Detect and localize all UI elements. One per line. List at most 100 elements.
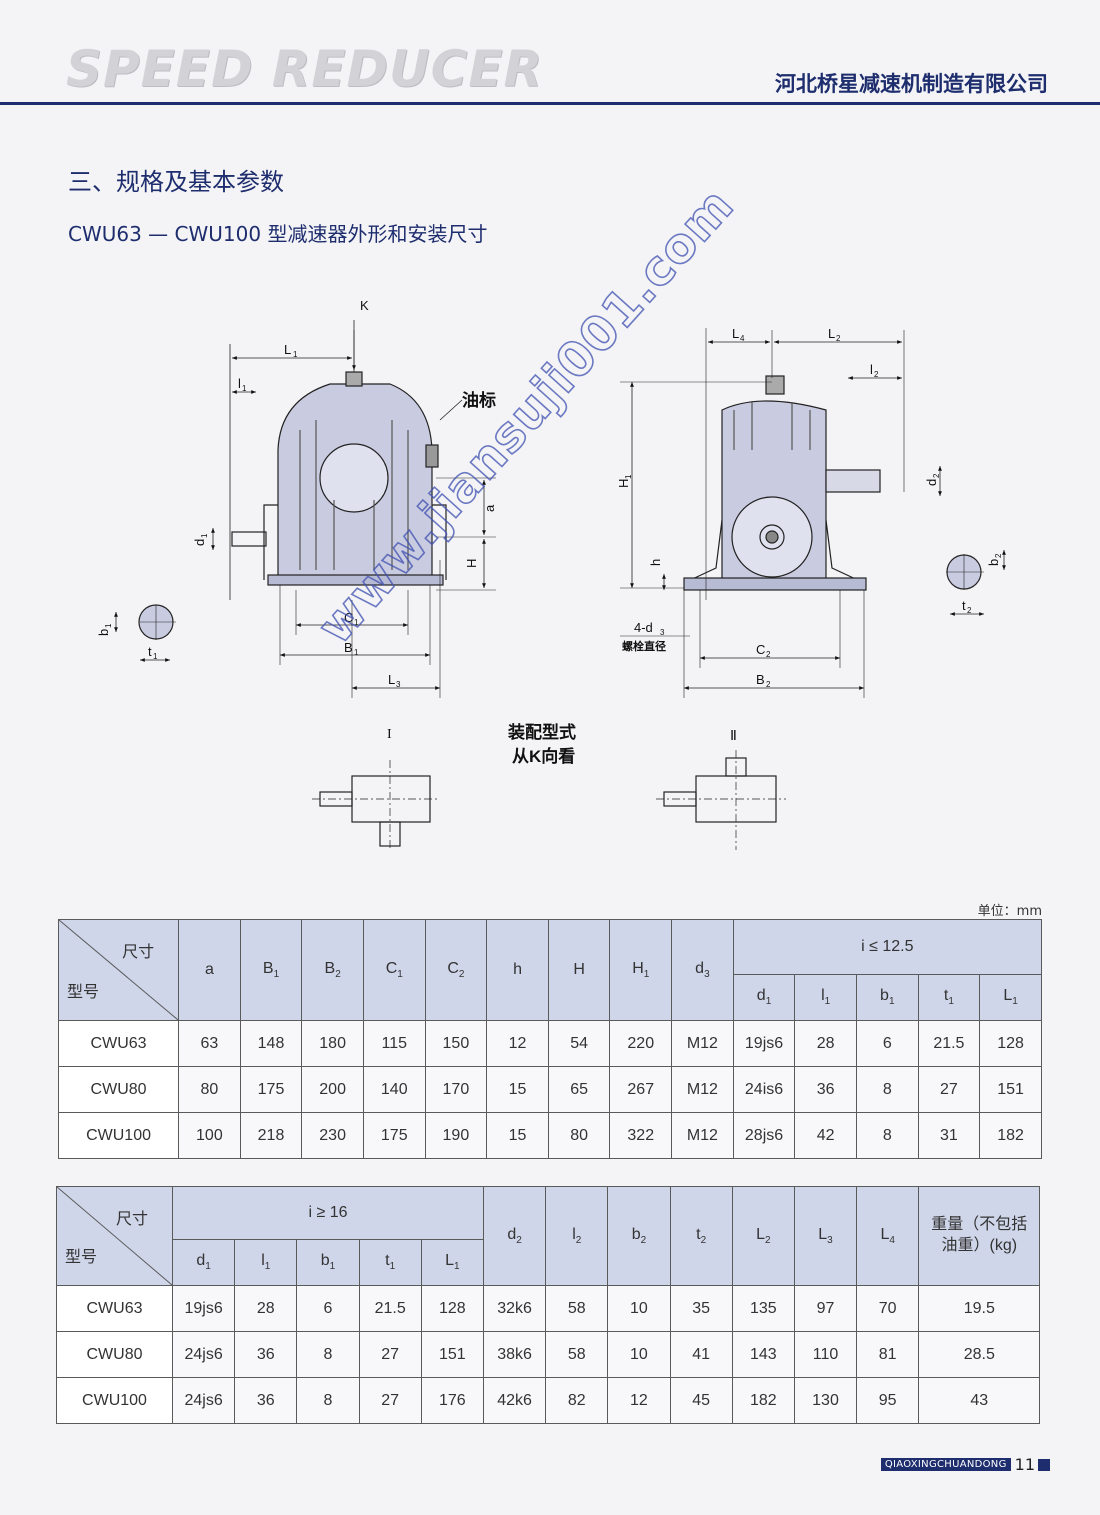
label-h: H bbox=[464, 559, 479, 568]
label-view-from-k: 从K向看 bbox=[512, 746, 575, 766]
label-b2-sub: 2 bbox=[766, 680, 771, 689]
cell-text: l bbox=[261, 1252, 265, 1270]
table-cell: 12 bbox=[607, 1377, 671, 1424]
cell-text: 230 bbox=[319, 1126, 346, 1144]
cell-text: 218 bbox=[257, 1126, 285, 1144]
column-header: t1 bbox=[917, 974, 981, 1021]
cell-text: C bbox=[447, 959, 459, 977]
column-header: b1 bbox=[855, 974, 919, 1021]
label-d3-sub: 3 bbox=[660, 628, 665, 637]
table-cell: 6 bbox=[855, 1020, 919, 1067]
cell-text: 15 bbox=[508, 1126, 527, 1144]
cell-text: 176 bbox=[439, 1391, 466, 1409]
cell-text: 24is6 bbox=[744, 1080, 784, 1098]
column-header: d3 bbox=[671, 919, 734, 1021]
cell-text: L bbox=[818, 1225, 828, 1243]
column-header: h bbox=[486, 919, 549, 1021]
table-cell: 63 bbox=[178, 1020, 241, 1067]
unit-note: 单位：mm bbox=[977, 904, 1042, 919]
cell-text: 150 bbox=[442, 1034, 470, 1052]
cell-text: 58 bbox=[567, 1299, 586, 1317]
cell-text: B bbox=[262, 959, 274, 977]
cell-text: L bbox=[756, 1225, 765, 1243]
cell-text: b bbox=[320, 1252, 330, 1270]
table-cell: 8 bbox=[296, 1377, 360, 1424]
label-b1-small-sub: 1 bbox=[104, 623, 113, 628]
label-d2: d bbox=[924, 479, 939, 486]
header-rule bbox=[0, 102, 1100, 105]
table-cell: 28js6 bbox=[732, 1112, 796, 1159]
cell-subscript: 1 bbox=[454, 1261, 460, 1273]
label-oil-gauge: 油标 bbox=[462, 390, 496, 410]
table-cell: 140 bbox=[362, 1066, 426, 1113]
table-cell: 19js6 bbox=[732, 1020, 796, 1067]
cell-subscript: 1 bbox=[765, 996, 772, 1008]
cell-subscript: 1 bbox=[397, 969, 403, 981]
table-cell: 12 bbox=[486, 1020, 549, 1067]
cell-text: 28 bbox=[256, 1299, 275, 1317]
cell-text: 148 bbox=[257, 1034, 285, 1052]
cell-text: l bbox=[821, 987, 825, 1005]
table-cell: M12 bbox=[671, 1112, 734, 1159]
reducer-technical-drawing: K L 1 l 1 油标 a H d 1 b 1 t 1 C 1 B 1 L 3… bbox=[96, 298, 1006, 850]
table-cell: 8 bbox=[855, 1066, 919, 1113]
label-b1-small: b bbox=[96, 629, 111, 636]
corner-model-label: 型号 bbox=[67, 984, 100, 1001]
table-cell: 70 bbox=[856, 1285, 920, 1332]
label-c2-sub: 2 bbox=[766, 650, 771, 659]
cell-text: d bbox=[196, 1252, 206, 1270]
cell-text: 42k6 bbox=[497, 1391, 532, 1409]
cell-text: 38k6 bbox=[497, 1345, 532, 1363]
table-cell: 24is6 bbox=[732, 1066, 796, 1113]
header-corner-diagonal: 尺寸型号 bbox=[56, 1186, 173, 1286]
cell-text: 151 bbox=[439, 1345, 466, 1363]
label-l1-sub: 1 bbox=[293, 350, 298, 359]
cell-text: 28 bbox=[816, 1034, 835, 1052]
label-h1-sub: 1 bbox=[624, 474, 633, 479]
model-name: CWU80 bbox=[56, 1331, 173, 1378]
cell-text: 65 bbox=[570, 1080, 589, 1098]
table-cell: 42k6 bbox=[482, 1377, 547, 1424]
column-header: H1 bbox=[609, 919, 673, 1021]
cell-text: 115 bbox=[381, 1034, 408, 1052]
model-name: CWU63 bbox=[57, 1020, 180, 1067]
table-cell: 151 bbox=[979, 1066, 1042, 1113]
table-cell: 6 bbox=[296, 1285, 360, 1332]
label-d3: 4-d bbox=[634, 620, 653, 635]
table-cell: 31 bbox=[917, 1112, 981, 1159]
column-header: d1 bbox=[732, 974, 796, 1021]
cell-text: 70 bbox=[878, 1299, 897, 1317]
table-cell: 143 bbox=[731, 1331, 795, 1378]
section-title: 三、规格及基本参数 bbox=[68, 168, 284, 196]
cell-text: 36 bbox=[256, 1345, 275, 1363]
cell-text: C bbox=[385, 959, 398, 977]
cell-text: 267 bbox=[627, 1080, 655, 1098]
column-header: d1 bbox=[171, 1238, 236, 1287]
column-header: l1 bbox=[234, 1238, 298, 1287]
table-cell: 27 bbox=[358, 1331, 422, 1378]
table-cell: 36 bbox=[234, 1331, 298, 1378]
label-t1: t bbox=[148, 644, 152, 659]
cell-text: CWU80 bbox=[86, 1345, 143, 1363]
cell-text: 35 bbox=[692, 1299, 711, 1317]
column-header: b2 bbox=[607, 1186, 671, 1286]
page-footer: QIAOXINGCHUANDONG 11 bbox=[880, 1455, 1050, 1474]
group-header: i ≤ 12.5 bbox=[732, 919, 1043, 975]
cell-subscript: 1 bbox=[205, 1261, 211, 1273]
corner-size-label: 尺寸 bbox=[115, 1211, 148, 1228]
label-a: a bbox=[482, 504, 497, 512]
table-cell: 8 bbox=[296, 1331, 360, 1378]
label-assembly-i: I bbox=[387, 727, 392, 742]
table-cell: 175 bbox=[239, 1066, 303, 1113]
cell-text: t bbox=[943, 987, 949, 1005]
cell-text: H bbox=[573, 961, 585, 978]
cell-text: i ≥ 16 bbox=[308, 1203, 348, 1221]
label-l1: L bbox=[284, 342, 291, 357]
cell-text: 175 bbox=[257, 1080, 285, 1098]
cell-subscript: 3 bbox=[704, 969, 710, 981]
